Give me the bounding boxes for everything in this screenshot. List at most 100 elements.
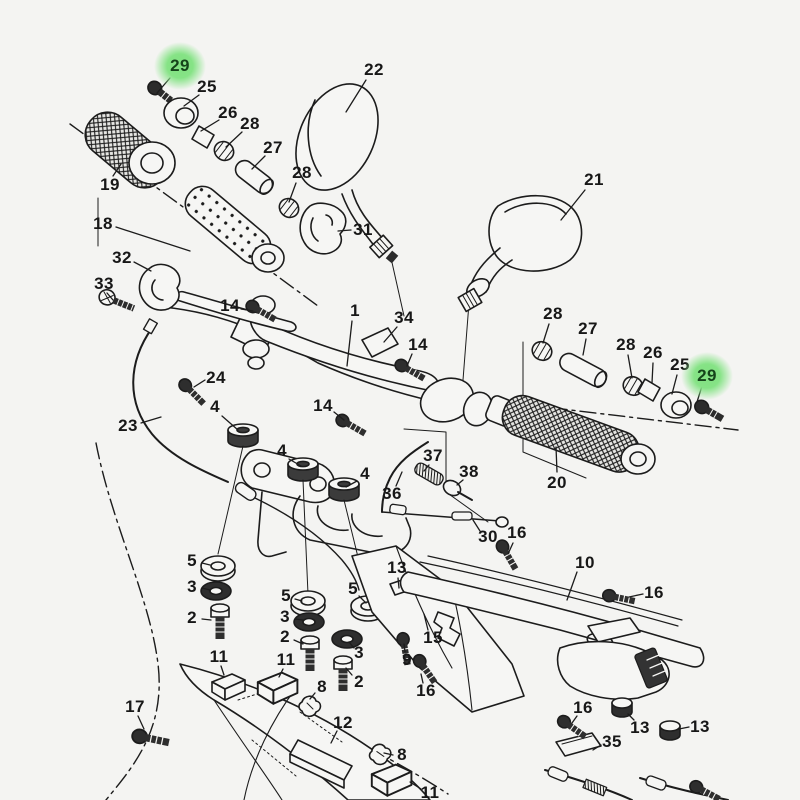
part-label-5-43: 5 [348,579,358,598]
nut-28-right-a [528,337,556,365]
part-label-3-44: 3 [354,643,364,662]
slider-27-right [559,352,608,389]
part-label-28-3: 28 [240,114,260,133]
bolt-2-c [333,655,353,692]
mount-4-a [227,423,259,448]
part-label-1-14: 1 [350,301,360,320]
part-label-22-6: 22 [364,60,384,79]
part-label-29-22: 29 [681,352,733,400]
part-label-20-32: 20 [547,473,567,492]
clamp-32 [138,263,181,311]
mirror-21 [457,194,583,313]
part-label-37-29: 37 [423,446,443,465]
mount-4-c [328,477,360,502]
part-label-10-36: 10 [575,553,595,572]
part-label-5-37: 5 [187,551,197,570]
part-label-11-49: 11 [209,647,229,666]
part-label-38-30: 38 [459,462,479,481]
right-grip-20 [501,394,656,475]
rear-bracket [556,617,670,701]
part-label-15-46: 15 [423,628,443,647]
part-label-3-38: 3 [187,577,197,596]
screw-16-c [600,587,637,608]
cap-25-right [660,391,692,419]
part-label-16-57: 16 [573,698,593,717]
part-label-32-10: 32 [112,248,132,267]
part-label-13-35: 13 [387,558,407,577]
part-label-14-13: 14 [220,296,240,315]
part-label-4-28: 4 [360,464,370,483]
part-label-2-39: 2 [187,608,197,627]
slider-27-left [234,159,274,196]
construction-lines [97,197,587,523]
part-label-5-40: 5 [281,586,291,605]
throttle-cable-group [381,441,509,528]
part-label-21-12: 21 [584,170,604,189]
left-grip [84,111,176,189]
part-label-24-23: 24 [206,368,226,387]
part-label-28-19: 28 [616,335,636,354]
part-label-27-18: 27 [578,319,598,338]
part-label-9-47: 9 [402,650,412,669]
part-label-33-11: 33 [94,274,114,293]
switch-housing-31 [299,202,347,255]
rear-cover-10 [399,555,705,668]
plate-35 [555,732,602,757]
washer-3-a [200,581,232,601]
part-label-34-15: 34 [394,308,414,327]
part-label-26-20: 26 [643,343,663,362]
clamp-26-left [191,125,215,149]
washer-3-b [293,612,325,632]
part-label-16-56: 16 [644,583,664,602]
left-throttle-tube [184,185,285,273]
part-label-28-17: 28 [543,304,563,323]
part-label-25-1: 25 [197,77,217,96]
nut-13-c [659,720,681,741]
part-label-28-5: 28 [292,163,312,182]
cable-23 [132,318,360,591]
part-label-27-4: 27 [263,138,283,157]
part-label-2-45: 2 [354,672,364,691]
bolt-2-b [300,635,320,672]
part-label-35-60: 35 [602,732,622,751]
nut-28-left-b [274,193,304,223]
part-label-17-52: 17 [125,697,145,716]
part-label-12-53: 12 [333,713,353,732]
part-label-23-24: 23 [118,416,138,435]
bolt-29-right [694,399,725,422]
part-label-4-27: 4 [277,441,287,460]
part-label-16-48: 16 [416,681,436,700]
part-label-36-31: 36 [382,484,402,503]
part-label-31-9: 31 [353,220,373,239]
part-label-3-41: 3 [280,607,290,626]
washer-5-a [200,555,236,582]
latch-15 [433,611,461,647]
clip-8-a [298,695,322,718]
part-label-19-7: 19 [100,175,120,194]
clamp-26-right [637,378,661,402]
part-label-29-0: 29 [154,42,206,90]
part-label-18-8: 18 [93,214,113,233]
part-label-16-34: 16 [507,523,527,542]
part-label-8-51: 8 [317,677,327,696]
mirror-22 [295,83,399,264]
part-label-14-16: 14 [408,335,428,354]
part-label-30-33: 30 [478,527,498,546]
trim-bar-12 [289,739,353,789]
part-label-26-2: 26 [218,103,238,122]
part-label-4-26: 4 [210,397,220,416]
part-label-13-58: 13 [630,718,650,737]
part-label-13-59: 13 [690,717,710,736]
part-label-11-50: 11 [276,650,296,669]
clip-8-b [368,743,392,766]
part-label-8-54: 8 [397,745,407,764]
bolt-2-a [210,603,230,640]
nut-28-left-a [209,136,239,166]
part-label-14-25: 14 [313,396,333,415]
lower-cables [544,766,729,800]
part-label-11-55: 11 [420,783,440,800]
cap-25-left [163,97,199,129]
screw-33 [98,288,136,312]
